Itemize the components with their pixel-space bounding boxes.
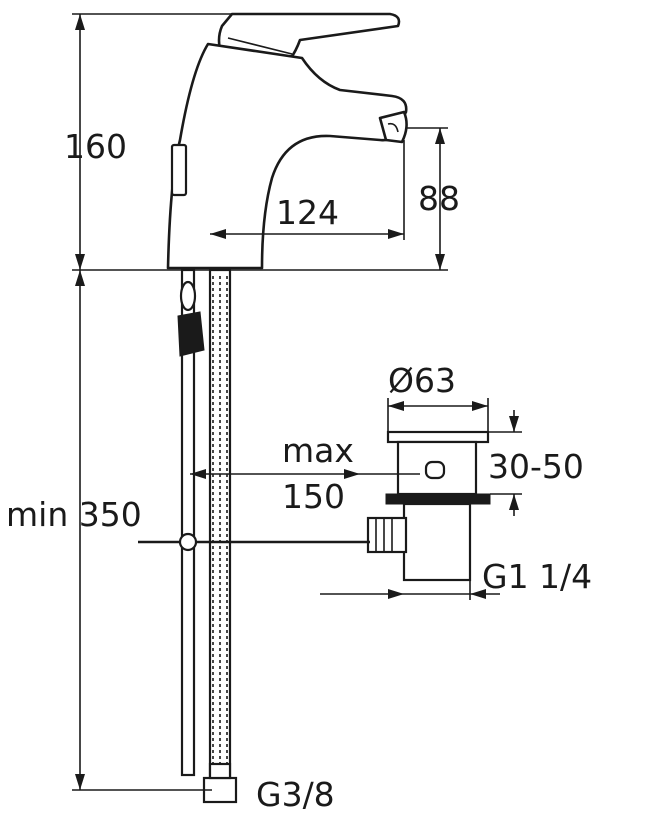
waste-diameter-label: Ø63 [388,361,456,400]
dimension-lines [72,13,522,791]
spout-reach-label: 124 [276,193,339,232]
supply-thread-label: G3/8 [256,775,335,814]
min-length-label: min 350 [6,495,142,534]
waste-thread-label: G1 1/4 [482,557,592,596]
spout-height-label: 88 [418,179,460,218]
faucet-body [166,12,408,270]
max-label: max [282,431,354,470]
waste-range-label: 30-50 [488,447,584,486]
height-total-label: 160 [64,127,127,166]
pop-up-waste [138,430,491,582]
max-value-label: 150 [282,477,345,516]
